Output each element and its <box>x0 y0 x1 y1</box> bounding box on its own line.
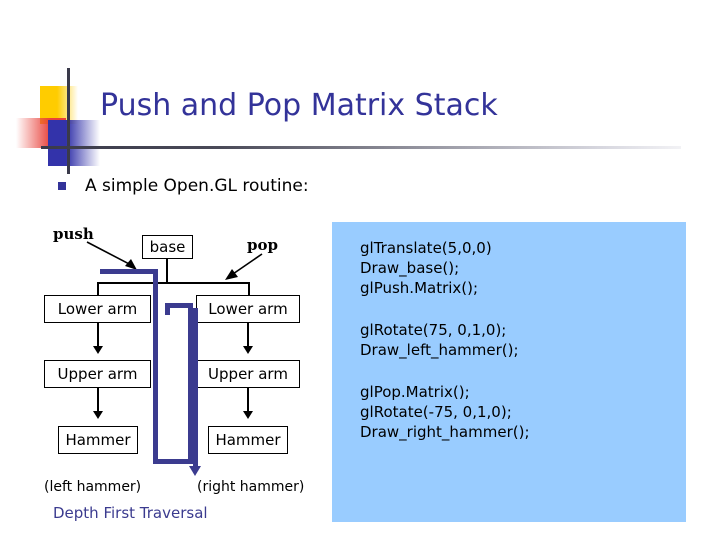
node-left-hammer: Hammer <box>58 426 138 454</box>
code-line: Draw_base(); <box>360 259 460 277</box>
logo-vertical-rule <box>67 68 70 174</box>
code-line: glPop.Matrix(); <box>360 383 470 401</box>
code-line: glPush.Matrix(); <box>360 279 479 297</box>
node-right-upper-arm: Upper arm <box>196 360 300 388</box>
node-base: base <box>142 235 193 259</box>
code-block-left-hammer: glRotate(75, 0,1,0); Draw_left_hammer(); <box>360 320 686 360</box>
connector-right-upper-to-hammer <box>247 388 249 413</box>
bullet-row: A simple Open.GL routine: <box>58 176 309 196</box>
node-right-hammer: Hammer <box>208 426 288 454</box>
traversal-path-arrow-icon <box>189 466 201 476</box>
depth-first-traversal-label: Depth First Traversal <box>53 504 208 522</box>
connector-to-left-lower-arm <box>97 282 99 296</box>
scene-graph-diagram: push pop base Lower arm Upper arm Hammer… <box>0 0 340 540</box>
node-right-lower-arm: Lower arm <box>196 295 300 323</box>
connector-to-right-lower-arm <box>248 282 250 296</box>
code-line: Draw_left_hammer(); <box>360 341 519 359</box>
square-bullet-icon <box>58 182 66 190</box>
push-pointer-arrow-icon <box>86 241 137 270</box>
code-line: glRotate(75, 0,1,0); <box>360 321 507 339</box>
traversal-path-inner-left-leg <box>165 303 170 315</box>
bullet-text: A simple Open.GL routine: <box>85 176 309 196</box>
code-line: glTranslate(5,0,0) <box>360 239 492 257</box>
traversal-path-final-descent <box>193 308 198 468</box>
logo-yellow-square <box>40 86 78 124</box>
arrow-left-lower-to-upper-icon <box>93 346 103 354</box>
arrow-right-upper-to-hammer-icon <box>243 411 253 419</box>
slide-title: Push and Pop Matrix Stack <box>100 88 498 123</box>
connector-right-lower-to-upper <box>247 323 249 348</box>
code-panel: glTranslate(5,0,0) Draw_base(); glPush.M… <box>332 222 686 522</box>
logo-blue-square <box>48 120 100 166</box>
code-line: Draw_right_hammer(); <box>360 423 530 441</box>
traversal-path-left-descent <box>153 269 158 464</box>
push-label: push <box>53 225 94 243</box>
traversal-path-top-segment <box>100 269 158 274</box>
pop-label: pop <box>247 236 278 254</box>
traversal-path-bottom-segment <box>153 459 193 464</box>
arrow-left-upper-to-hammer-icon <box>93 411 103 419</box>
traversal-path-inner-cap <box>165 303 193 308</box>
connector-left-upper-to-hammer <box>97 388 99 413</box>
connector-base-stem <box>166 259 168 283</box>
code-block-push: glTranslate(5,0,0) Draw_base(); glPush.M… <box>360 238 686 298</box>
caption-right-hammer: (right hammer) <box>197 479 305 495</box>
caption-left-hammer: (left hammer) <box>44 479 142 495</box>
connector-left-lower-to-upper <box>97 323 99 348</box>
traversal-path-inner-ascent <box>188 303 193 464</box>
arrow-right-lower-to-upper-icon <box>243 346 253 354</box>
logo-horizontal-rule <box>41 146 681 149</box>
code-block-pop: glPop.Matrix(); glRotate(-75, 0,1,0); Dr… <box>360 382 686 442</box>
connector-split-horizontal <box>97 282 250 284</box>
code-line: glRotate(-75, 0,1,0); <box>360 403 512 421</box>
slide-design-logo <box>8 68 681 174</box>
node-left-lower-arm: Lower arm <box>44 295 151 323</box>
pop-pointer-arrow-icon <box>225 253 263 280</box>
node-left-upper-arm: Upper arm <box>44 360 151 388</box>
